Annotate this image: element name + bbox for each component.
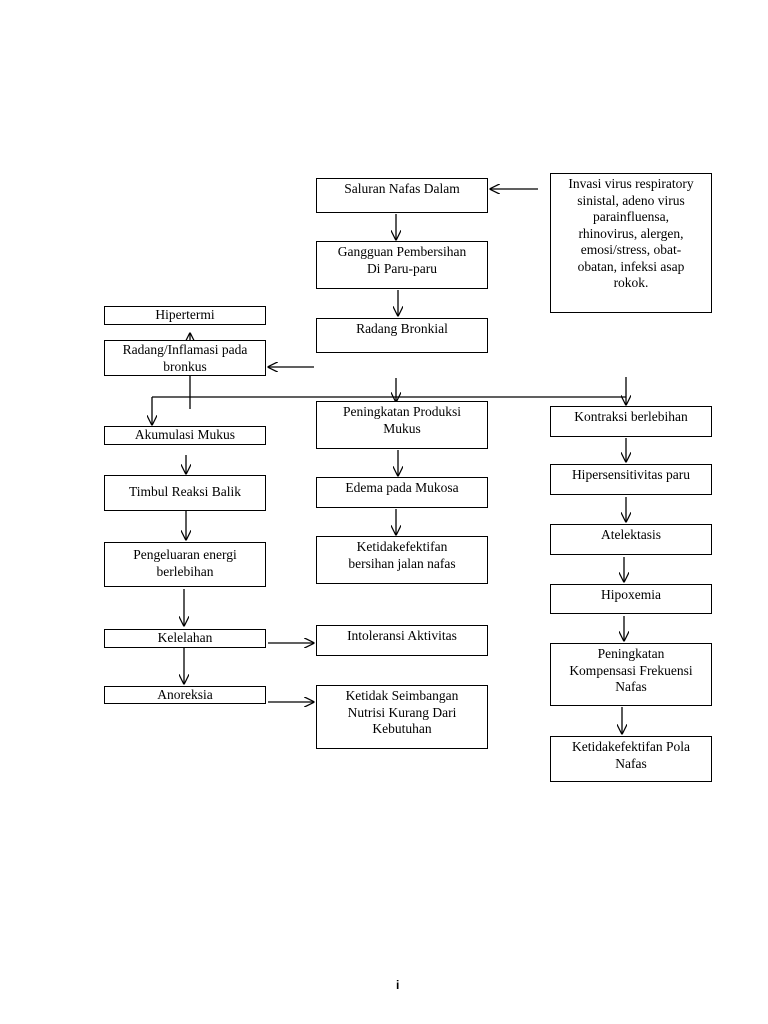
box-intoleransi-aktivitas: Intoleransi Aktivitas: [316, 625, 488, 656]
box-kontraksi-berlebihan: Kontraksi berlebihan: [550, 406, 712, 437]
box-kelelahan: Kelelahan: [104, 629, 266, 648]
box-ketidakefektifan-pola-nafas: Ketidakefektifan Pola Nafas: [550, 736, 712, 782]
box-hipoxemia: Hipoxemia: [550, 584, 712, 614]
box-radang-inflamasi: Radang/Inflamasi pada bronkus: [104, 340, 266, 376]
page-number: i: [396, 978, 400, 992]
box-peningkatan-kompensasi: Peningkatan Kompensasi Frekuensi Nafas: [550, 643, 712, 706]
box-hipersensitivitas-paru: Hipersensitivitas paru: [550, 464, 712, 495]
box-radang-bronkial: Radang Bronkial: [316, 318, 488, 353]
box-anoreksia: Anoreksia: [104, 686, 266, 704]
box-timbul-reaksi-balik: Timbul Reaksi Balik: [104, 475, 266, 511]
box-gangguan-pembersihan: Gangguan Pembersihan Di Paru-paru: [316, 241, 488, 289]
box-ketidakefektifan-bersihan: Ketidakefektifan bersihan jalan nafas: [316, 536, 488, 584]
box-invasi-virus: Invasi virus respiratory sinistal, adeno…: [550, 173, 712, 313]
box-pengeluaran-energi: Pengeluaran energi berlebihan: [104, 542, 266, 587]
box-saluran-nafas-dalam: Saluran Nafas Dalam: [316, 178, 488, 213]
box-ketidak-seimbangan-nutrisi: Ketidak Seimbangan Nutrisi Kurang Dari K…: [316, 685, 488, 749]
box-hipertermi: Hipertermi: [104, 306, 266, 325]
box-akumulasi-mukus: Akumulasi Mukus: [104, 426, 266, 445]
box-edema-mukosa: Edema pada Mukosa: [316, 477, 488, 508]
box-peningkatan-produksi-mukus: Peningkatan Produksi Mukus: [316, 401, 488, 449]
box-atelektasis: Atelektasis: [550, 524, 712, 555]
